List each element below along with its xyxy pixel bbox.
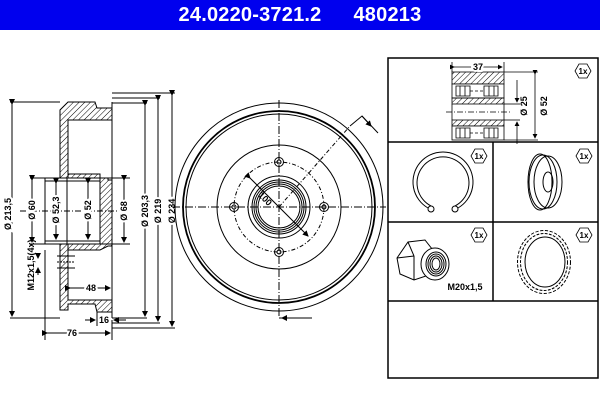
- svg-text:Ø 52: Ø 52: [83, 200, 93, 220]
- svg-text:Ø 219: Ø 219: [153, 199, 163, 224]
- svg-text:Ø 213,5: Ø 213,5: [3, 198, 13, 230]
- qty-badge-circlip: 1x: [470, 148, 488, 164]
- dim-d-52-3: Ø 52,3: [51, 196, 61, 223]
- dim-w-48: 48: [86, 283, 96, 293]
- svg-text:1x: 1x: [580, 231, 589, 240]
- svg-text:1x: 1x: [579, 67, 588, 76]
- dim-w-76: 76: [67, 328, 77, 338]
- abs-ring-illustration: [517, 230, 571, 294]
- bearing-outer-d-label: Ø 52: [539, 96, 549, 116]
- nut-thread-label: M20x1,5: [447, 282, 482, 292]
- svg-text:Ø 68: Ø 68: [119, 201, 129, 221]
- svg-text:1x: 1x: [580, 152, 589, 161]
- qty-badge-abs-ring: 1x: [575, 227, 593, 243]
- cap-illustration: [527, 153, 563, 211]
- dim-d-68: Ø 68: [119, 201, 129, 221]
- bearing-illustration: [446, 62, 538, 144]
- circlip-illustration: [412, 151, 474, 213]
- nut-illustration: [396, 239, 450, 281]
- dim-d-234: Ø 234: [167, 199, 177, 224]
- svg-text:37: 37: [473, 62, 483, 72]
- parts-panel: [387, 57, 599, 379]
- dim-d-52: Ø 52: [83, 200, 93, 220]
- dim-d-60: Ø 60: [27, 200, 37, 220]
- dim-d-203-3: Ø 203,3: [140, 195, 150, 227]
- svg-text:48: 48: [86, 283, 96, 293]
- qty-badge-bearing: 1x: [574, 63, 592, 79]
- part-number: 24.0220-3721.2: [178, 3, 322, 26]
- svg-text:76: 76: [67, 328, 77, 338]
- svg-text:1x: 1x: [475, 231, 484, 240]
- dim-w-16: 16: [99, 315, 109, 325]
- svg-text:1x: 1x: [475, 152, 484, 161]
- svg-text:Ø 52,3: Ø 52,3: [51, 196, 61, 223]
- bearing-inner-d-label: Ø 25: [519, 96, 529, 116]
- svg-text:Ø 203,3: Ø 203,3: [140, 195, 150, 227]
- dim-d-213-5: Ø 213,5: [3, 198, 13, 230]
- svg-text:Ø 60: Ø 60: [27, 200, 37, 220]
- front-view: [172, 100, 386, 321]
- side-view-dimension-labels: Ø 213,5 Ø 213,5 Ø 60 Ø 60 Ø 52,3 Ø 52,3 …: [1, 193, 179, 340]
- header-bar: 24.0220-3721.2 480213: [0, 0, 600, 30]
- dim-thread-m12: M12x1,5(4x): [26, 239, 36, 290]
- qty-badge-cap: 1x: [575, 148, 593, 164]
- side-section-view: [9, 90, 175, 340]
- qty-badge-nut: 1x: [470, 227, 488, 243]
- dim-d-219: Ø 219: [153, 199, 163, 224]
- bearing-width-label: 37: [473, 62, 483, 72]
- article-number: 480213: [353, 3, 422, 26]
